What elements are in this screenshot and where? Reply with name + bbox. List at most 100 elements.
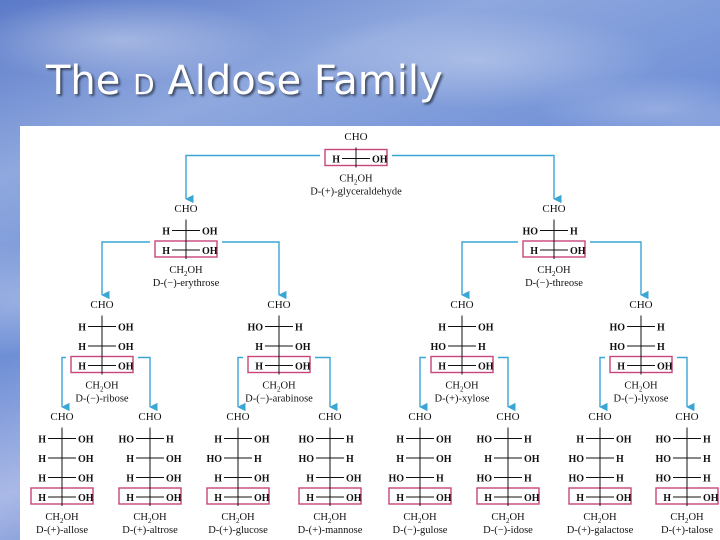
compound-name-idose: D-(−)-idose	[483, 525, 533, 536]
h-label: H	[38, 493, 46, 504]
h-label: H	[214, 493, 222, 504]
h-label: H	[126, 454, 134, 465]
h-label: H	[346, 454, 354, 465]
arrow-xylose-to-gulose	[419, 356, 428, 412]
ho-label: HO	[655, 435, 671, 446]
h-label: H	[38, 454, 46, 465]
h-label: H	[78, 362, 86, 373]
h-label: H	[166, 435, 174, 446]
cho-label: CHO	[588, 411, 611, 423]
h-label: H	[438, 362, 446, 373]
arrow-ribose-to-altrose	[138, 356, 158, 412]
ch2oh-label: CH2OH	[85, 381, 119, 394]
oh-label: OH	[570, 246, 586, 257]
cho-label: CHO	[50, 411, 73, 423]
oh-label: OH	[118, 362, 134, 373]
h-label: H	[570, 227, 578, 238]
cho-label: CHO	[138, 411, 161, 423]
h-label: H	[703, 474, 711, 485]
ch2oh-label: CH2OH	[45, 512, 79, 525]
arrow-arabinose-to-glucose	[237, 356, 246, 412]
ch2oh-label: CH2OH	[670, 512, 704, 525]
h-label: H	[576, 493, 584, 504]
h-label: H	[254, 454, 262, 465]
arrow-erythrose-to-ribose	[101, 241, 150, 300]
compound-name-allose: D-(+)-allose	[36, 525, 88, 536]
compound-name-ribose: D-(−)-ribose	[75, 394, 128, 405]
h-label: H	[332, 155, 340, 166]
oh-label: OH	[703, 493, 719, 504]
ho-label: HO	[568, 454, 584, 465]
h-label: H	[530, 246, 538, 257]
h-label: H	[663, 493, 671, 504]
cho-label: CHO	[267, 299, 290, 311]
oh-label: OH	[166, 454, 182, 465]
cho-label: CHO	[629, 299, 652, 311]
arrow-ribose-to-allose	[61, 356, 70, 412]
h-label: H	[576, 435, 584, 446]
h-label: H	[616, 454, 624, 465]
compound-name-talose: D-(+)-talose	[661, 525, 713, 536]
oh-label: OH	[254, 435, 270, 446]
title-prefix: The	[46, 58, 121, 104]
oh-label: OH	[616, 493, 632, 504]
ho-label: HO	[206, 454, 222, 465]
cho-label: CHO	[90, 299, 113, 311]
compound-name-arabinose: D-(−)-arabinose	[245, 394, 313, 405]
h-label: H	[396, 493, 404, 504]
h-label: H	[306, 474, 314, 485]
arrow-glyceraldehyde-to-erythrose	[185, 154, 320, 204]
ch2oh-label: CH2OH	[169, 265, 203, 278]
ch2oh-label: CH2OH	[537, 265, 571, 278]
arrow-threose-to-lyxose	[590, 241, 649, 300]
oh-label: OH	[254, 493, 270, 504]
compound-name-gulose: D-(−)-gulose	[393, 525, 448, 536]
oh-label: OH	[436, 454, 452, 465]
oh-label: OH	[78, 454, 94, 465]
slide-title: The D Aldose Family	[46, 58, 443, 104]
compound-name-xylose: D-(+)-xylose	[435, 394, 490, 405]
h-label: H	[346, 435, 354, 446]
oh-label: OH	[78, 474, 94, 485]
arrow-arabinose-to-mannose	[315, 356, 338, 412]
h-label: H	[616, 474, 624, 485]
oh-label: OH	[436, 435, 452, 446]
h-label: H	[214, 474, 222, 485]
ch2oh-label: CH2OH	[403, 512, 437, 525]
compound-name-galactose: D-(+)-galactose	[567, 525, 634, 536]
arrow-glyceraldehyde-to-threose	[392, 154, 562, 204]
h-label: H	[438, 323, 446, 334]
oh-label: OH	[202, 227, 218, 238]
compound-name-threose: D-(−)-threose	[525, 278, 583, 289]
h-label: H	[255, 362, 263, 373]
ho-label: HO	[568, 474, 584, 485]
oh-label: OH	[166, 493, 182, 504]
h-label: H	[657, 323, 665, 334]
h-label: H	[126, 474, 134, 485]
h-label: H	[524, 474, 532, 485]
ho-label: HO	[609, 323, 625, 334]
h-label: H	[703, 454, 711, 465]
oh-label: OH	[436, 493, 452, 504]
arrow-lyxose-to-galactose	[599, 356, 608, 412]
cho-label: CHO	[675, 411, 698, 423]
oh-label: OH	[346, 474, 362, 485]
ho-label: HO	[609, 342, 625, 353]
compound-name-lyxose: D-(−)-lyxose	[614, 394, 669, 405]
ho-label: HO	[655, 454, 671, 465]
ch2oh-label: CH2OH	[491, 512, 525, 525]
ho-label: HO	[430, 342, 446, 353]
